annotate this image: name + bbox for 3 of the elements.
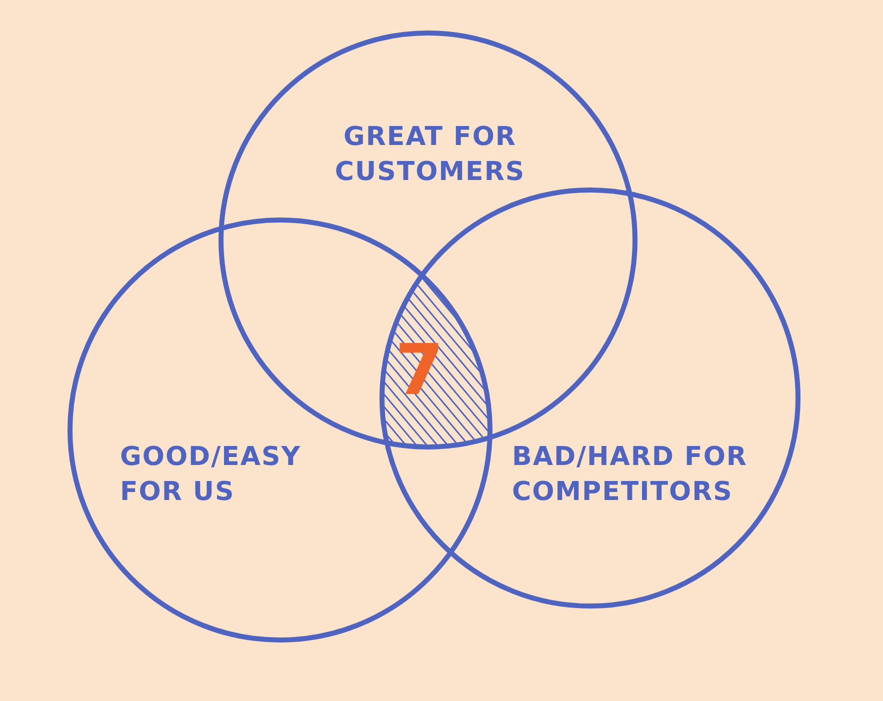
circle-label: GREAT FOR CUSTOMERS — [334, 121, 526, 190]
circle-label: BAD/HARD FOR COMPETITORS — [512, 441, 748, 510]
circle-label: GOOD/EASY FOR US — [120, 441, 302, 510]
